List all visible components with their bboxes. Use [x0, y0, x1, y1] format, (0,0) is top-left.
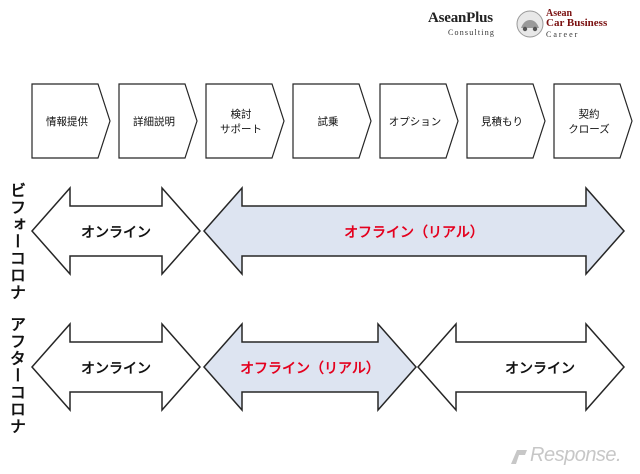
step-shape	[466, 83, 546, 159]
before-online-arrow	[30, 186, 202, 276]
step-label: 契約	[579, 108, 600, 121]
before-offline-arrow	[202, 186, 626, 276]
step-shape	[292, 83, 372, 159]
step-label: 検討	[231, 108, 252, 121]
response-logo-icon	[511, 450, 527, 464]
after-offline-label: オフライン（リアル）	[240, 361, 380, 377]
response-watermark-text: Response.	[530, 444, 622, 466]
step-4: 試乗	[292, 83, 372, 159]
asean-car-business-logo-line3: Career	[546, 30, 580, 39]
before-corona-label: ビフォーコロナ	[7, 182, 26, 301]
step-label: サポート	[220, 124, 262, 136]
after-online-left-arrow	[30, 322, 202, 412]
step-label: 見積もり	[481, 115, 523, 128]
after-online-left-label: オンライン	[81, 361, 151, 377]
step-1: 情報提供	[31, 83, 111, 159]
after-offline-arrow	[202, 322, 418, 412]
asean-plus-logo-text: AseanPlus	[428, 10, 493, 26]
step-shape	[205, 83, 285, 159]
before-corona-row: オンライン オフライン（リアル）	[30, 186, 626, 276]
after-corona-row: オンライン オフライン（リアル） オンライン	[30, 322, 626, 412]
asean-plus-logo: AseanPlus Consulting	[420, 8, 512, 42]
asean-car-business-logo-line1: Asean	[546, 8, 573, 19]
before-offline-label: オフライン（リアル）	[344, 225, 484, 241]
step-label: 詳細説明	[133, 115, 175, 128]
step-label: 情報提供	[46, 115, 88, 128]
step-5: オプション	[379, 83, 459, 159]
after-online-right-label: オンライン	[505, 361, 575, 377]
car-emblem-icon	[516, 10, 544, 38]
step-shape	[379, 83, 459, 159]
step-6: 見積もり	[466, 83, 546, 159]
after-online-right-arrow	[416, 322, 626, 412]
step-shape	[118, 83, 198, 159]
asean-plus-logo-subtext: Consulting	[448, 28, 496, 37]
asean-car-business-logo-line2: Car Business	[546, 17, 608, 29]
step-shape	[553, 83, 633, 159]
asean-car-business-logo: Asean Car Business Career	[516, 6, 634, 42]
before-online-label: オンライン	[81, 225, 151, 241]
after-corona-label: アフターコロナ	[7, 316, 26, 435]
step-2: 詳細説明	[118, 83, 198, 159]
step-label: 試乗	[318, 115, 339, 128]
step-label: オプション	[389, 116, 442, 128]
step-label: クローズ	[568, 123, 609, 136]
step-shape	[31, 83, 111, 159]
